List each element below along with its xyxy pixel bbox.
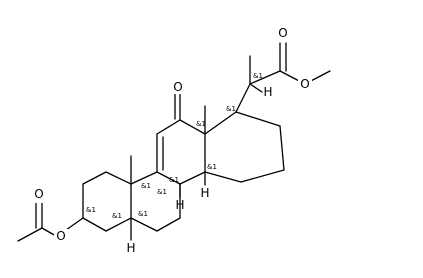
stereo-label: &1 bbox=[253, 72, 263, 80]
stereo-label-layer: &1 &1 &1 &1 &1 &1 &1 &1 &1 &1 bbox=[86, 72, 263, 220]
bond-layer bbox=[17, 42, 331, 242]
bond bbox=[65, 217, 84, 231]
bond bbox=[179, 119, 206, 135]
c8-hydrogen-label: H bbox=[175, 198, 184, 212]
stereo-label: &1 bbox=[196, 120, 206, 128]
acetate-ester-oxygen-label: O bbox=[56, 229, 65, 243]
ketone-oxygen-label: O bbox=[173, 80, 182, 94]
stereo-label: &1 bbox=[169, 176, 179, 184]
bond bbox=[156, 119, 181, 135]
c17-hydrogen-label: H bbox=[263, 85, 272, 99]
bond bbox=[130, 171, 158, 185]
bond bbox=[249, 70, 281, 85]
bond bbox=[82, 171, 107, 185]
stereo-label: &1 bbox=[86, 206, 96, 214]
ester-carbonyl-oxygen-label: O bbox=[278, 26, 287, 40]
bond bbox=[240, 169, 285, 183]
bond bbox=[204, 111, 237, 135]
c5-hydrogen-label: H bbox=[126, 241, 135, 255]
bond bbox=[156, 171, 181, 185]
c14-hydrogen-label: H bbox=[200, 186, 209, 200]
stereo-label: &1 bbox=[207, 163, 217, 171]
bond bbox=[235, 111, 281, 127]
stereo-label: &1 bbox=[157, 188, 167, 196]
stereo-label: &1 bbox=[141, 182, 151, 190]
bond bbox=[235, 83, 251, 113]
bond bbox=[279, 125, 285, 171]
bond bbox=[17, 227, 43, 242]
bond bbox=[82, 217, 107, 232]
stereo-label: &1 bbox=[112, 212, 122, 220]
bond bbox=[105, 171, 132, 185]
atom-label-layer: O O O O O H H H H bbox=[32, 26, 312, 255]
stereo-label: &1 bbox=[226, 105, 236, 113]
bond bbox=[41, 227, 57, 237]
ester-methoxy-oxygen-label: O bbox=[300, 77, 309, 91]
stereo-label: &1 bbox=[138, 210, 148, 218]
bond bbox=[105, 217, 132, 232]
bond bbox=[249, 83, 263, 93]
bond bbox=[179, 171, 206, 185]
bond bbox=[156, 217, 181, 232]
bond bbox=[204, 171, 242, 183]
bond bbox=[130, 217, 158, 232]
acetate-carbonyl-oxygen-label: O bbox=[34, 187, 43, 201]
